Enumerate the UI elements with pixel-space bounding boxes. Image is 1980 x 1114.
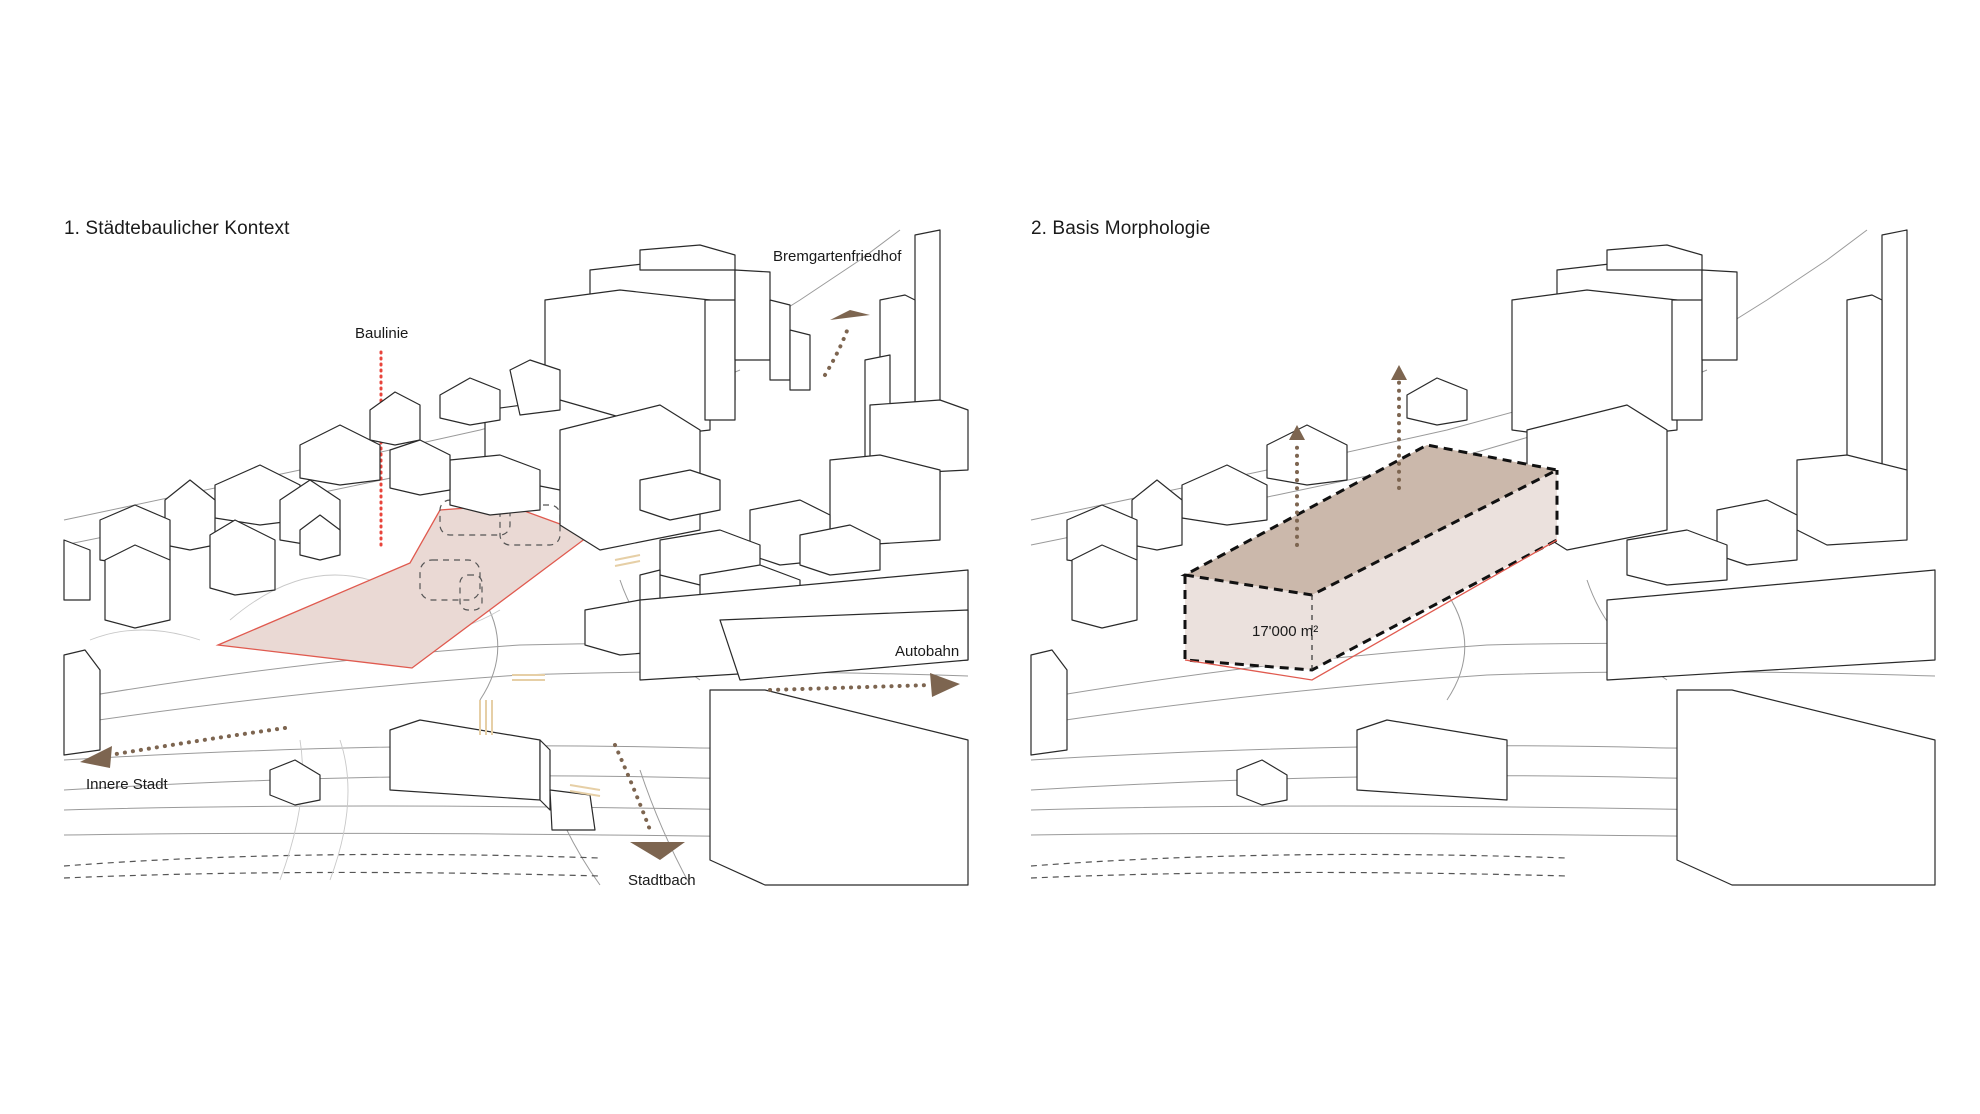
- label-area: 17'000 m²: [1252, 623, 1319, 640]
- arrow-north-icon-left: [1289, 425, 1305, 547]
- arrow-north-icon-right: [1391, 365, 1407, 490]
- arrow-north-icon: [823, 310, 870, 377]
- buildings-right-2: [1606, 229, 1936, 681]
- buildings-back: [63, 244, 811, 629]
- buildings-back-2: [1066, 244, 1738, 629]
- label-innere-stadt: Innere Stadt: [86, 776, 168, 793]
- panel-1-title: 1. Städtebaulicher Kontext: [64, 218, 290, 239]
- panel-2-title: 2. Basis Morphologie: [1031, 218, 1211, 239]
- arrow-south-icon: [613, 743, 685, 860]
- buildings-front-2: [1030, 649, 1936, 886]
- buildings-right: [584, 229, 969, 681]
- arrow-west-icon: [80, 726, 287, 768]
- label-autobahn: Autobahn: [895, 643, 960, 660]
- label-stadtbach: Stadtbach: [628, 872, 696, 889]
- building-volume: [1180, 443, 1562, 681]
- arrow-east-icon: [768, 673, 960, 697]
- crosswalks: [479, 554, 641, 797]
- buildings-front: [63, 649, 969, 886]
- label-bremgartenfriedhof: Bremgartenfriedhof: [773, 248, 902, 265]
- label-baulinie: Baulinie: [355, 325, 409, 342]
